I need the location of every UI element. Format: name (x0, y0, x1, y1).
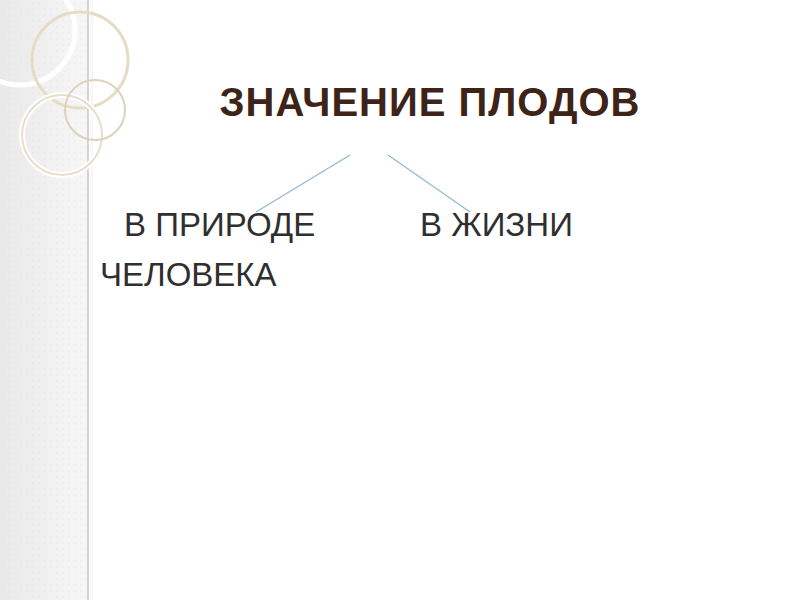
branch-labels: В ПРИРОДЕВ ЖИЗНИ ЧЕЛОВЕКА (100, 200, 620, 300)
ring (65, 80, 125, 140)
strip-edge (92, 0, 93, 600)
ring (22, 95, 102, 175)
slide-title: ЗНАЧЕНИЕ ПЛОДОВ (220, 80, 641, 124)
branch-label: В ПРИРОДЕ (124, 206, 315, 243)
ring (32, 12, 128, 108)
title-box: ЗНАЧЕНИЕ ПЛОДОВ (100, 80, 760, 125)
branch-line (256, 155, 350, 212)
branch-line (388, 155, 470, 212)
strip-edge (87, 0, 89, 600)
ring (22, 95, 102, 175)
ring (0, 0, 75, 85)
